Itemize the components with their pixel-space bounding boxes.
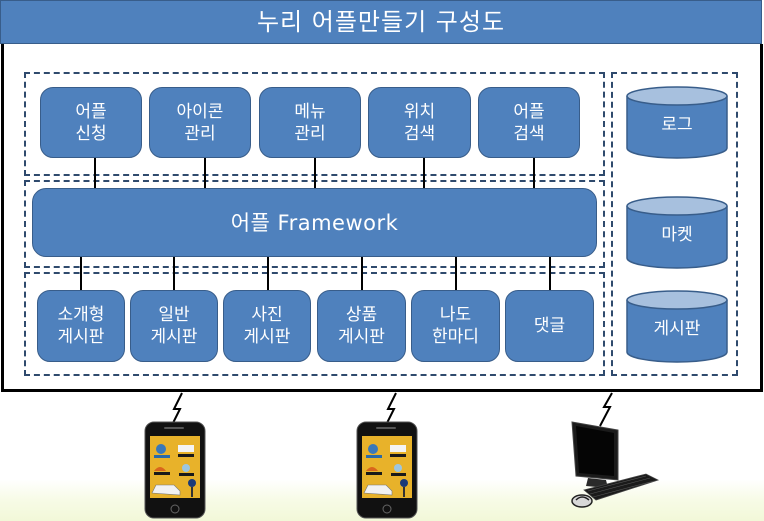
connector: [173, 255, 175, 291]
module-app-search: 어플 검색: [478, 87, 580, 158]
connector: [549, 255, 551, 291]
module-general-board: 일반 게시판: [130, 290, 218, 362]
smartphone-icon: [144, 421, 206, 519]
connector: [94, 156, 96, 189]
connector: [423, 156, 425, 189]
connector: [80, 255, 82, 291]
module-location-search: 위치 검색: [368, 87, 471, 158]
connector: [267, 255, 269, 291]
wireless-link-icon: [169, 392, 183, 430]
module-menu-management: 메뉴 관리: [259, 87, 361, 158]
database-label: 게시판: [653, 319, 701, 339]
module-icon-management: 아이콘 관리: [149, 87, 251, 158]
diagram-title: 누리 어플만들기 구성도: [0, 0, 762, 44]
module-product-board: 상품 게시판: [317, 290, 406, 362]
connector: [314, 156, 316, 189]
bottom-modules-group: [24, 272, 605, 376]
wireless-link-icon: [383, 392, 397, 430]
connector: [361, 255, 363, 291]
connector: [204, 156, 206, 189]
connector: [533, 156, 535, 189]
module-app-request: 어플 신청: [40, 87, 142, 158]
smartphone-icon: [356, 421, 418, 519]
database-group: [611, 72, 738, 376]
module-shout-board: 나도 한마디: [411, 290, 500, 362]
app-framework: 어플 Framework: [32, 188, 597, 257]
database-label: 로그: [661, 115, 693, 135]
database-cylinder-icon: [626, 290, 728, 363]
connector: [455, 255, 457, 291]
database-cylinder-icon: [626, 86, 728, 159]
database-label: 마켓: [661, 225, 693, 245]
desktop-computer-icon: [571, 421, 660, 508]
database-market: 마켓: [626, 196, 728, 270]
module-intro-board: 소개형 게시판: [37, 290, 125, 362]
wireless-link-icon: [599, 392, 613, 427]
database-cylinder-icon: [626, 196, 728, 269]
database-log: 로그: [626, 86, 728, 160]
module-photo-board: 사진 게시판: [223, 290, 311, 362]
database-board: 게시판: [626, 290, 728, 364]
module-comments: 댓글: [505, 290, 594, 362]
